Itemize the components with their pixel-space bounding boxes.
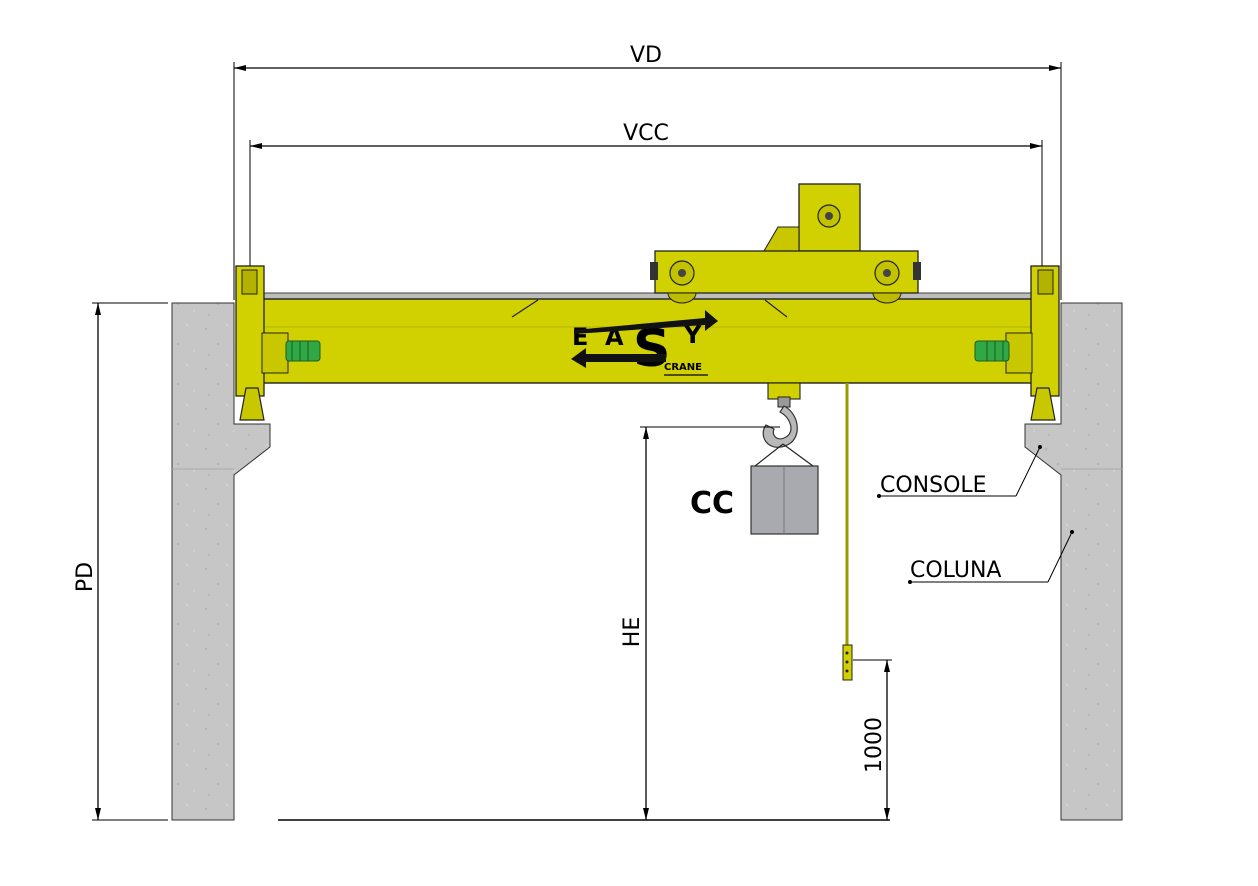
callout-console: CONSOLE: [877, 445, 1042, 498]
logo-crane: CRANE: [664, 362, 702, 373]
vd-label: VD: [630, 43, 662, 68]
left-column: [171, 302, 271, 821]
hook-clearance-label: 1000: [862, 717, 887, 773]
dimension-vcc: VCC: [249, 121, 1043, 266]
logo-letter-e: E: [572, 323, 588, 351]
console-label: CONSOLE: [880, 473, 987, 498]
cc-label: CC: [690, 486, 734, 521]
arrow-right-icon: [574, 310, 718, 334]
right-drive-motor: [974, 332, 1033, 374]
pd-label: PD: [73, 562, 98, 592]
he-label: HE: [620, 617, 645, 647]
left-drive-motor: [261, 332, 321, 374]
arrow-left-icon: [571, 348, 666, 368]
logo-letter-y: Y: [683, 321, 702, 349]
dimension-pd: PD: [73, 302, 168, 821]
right-column: [1024, 302, 1123, 821]
pendant-control: [842, 383, 853, 681]
dimension-1000: 1000: [853, 659, 892, 820]
hook-block: [762, 382, 801, 448]
coluna-label: COLUNA: [910, 558, 1001, 583]
callout-coluna: COLUNA: [908, 530, 1074, 584]
crane-bridge: [235, 265, 1060, 421]
dimension-he: HE: [620, 426, 780, 820]
trolley-hoist: [650, 183, 921, 304]
dimension-vd: VD: [233, 43, 1062, 300]
vcc-label: VCC: [623, 121, 669, 146]
easy-crane-logo: E A S Y CRANE: [571, 310, 718, 379]
load-block: [750, 443, 819, 535]
